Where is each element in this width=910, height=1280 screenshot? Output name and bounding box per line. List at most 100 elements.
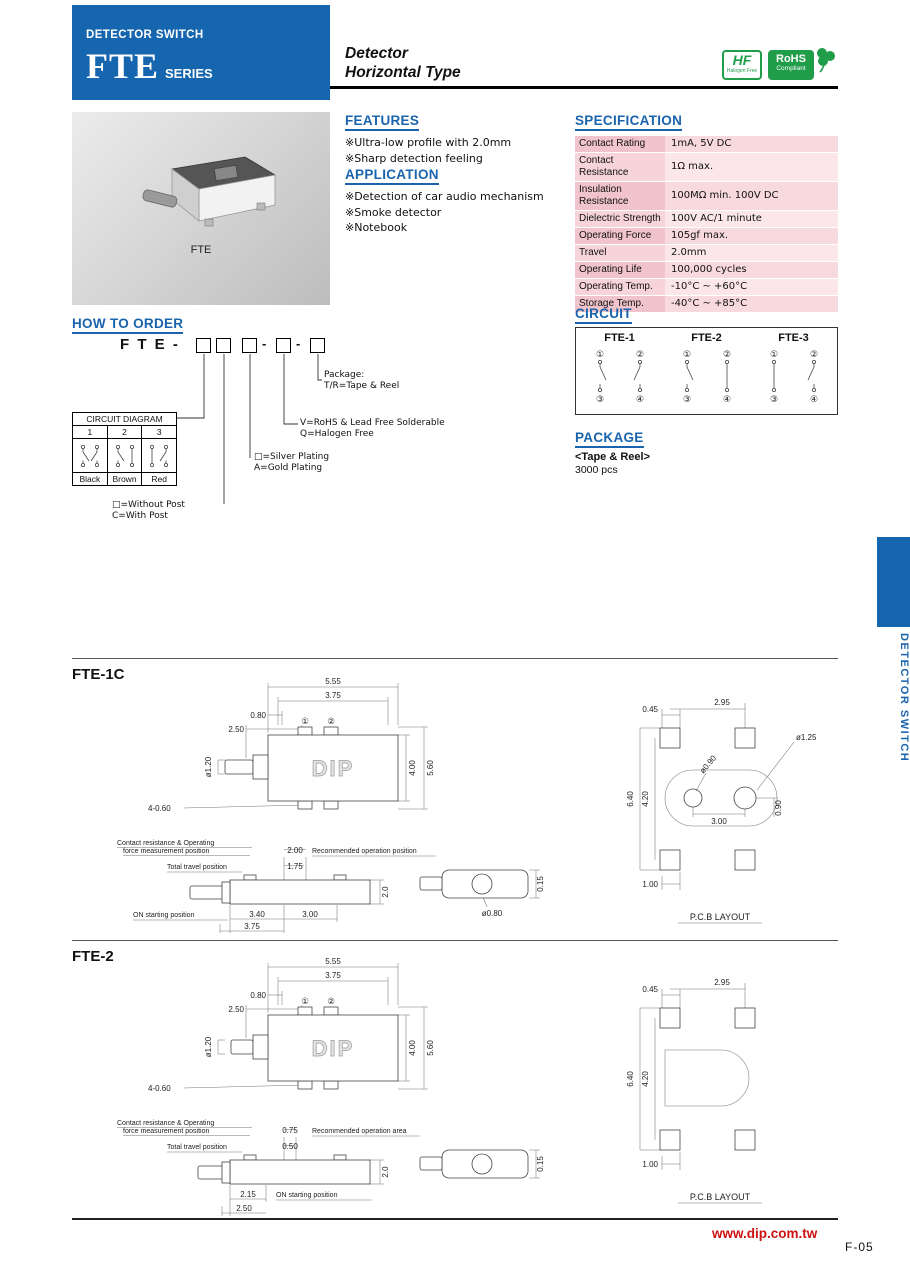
svg-text:1.75: 1.75	[287, 862, 303, 871]
svg-text:ON starting position: ON starting position	[133, 912, 195, 919]
circuit-schematic-fte2: ① ② ③ ④	[682, 350, 730, 405]
svg-text:4-0.60: 4-0.60	[148, 804, 171, 813]
specification-heading: SPECIFICATION	[575, 113, 683, 131]
svg-text:2.0: 2.0	[381, 886, 390, 898]
series-title: FTE SERIES	[86, 45, 316, 87]
fte1c-pcb-layout: 0.45 2.95 6.40 4.20 ø0.90 ø1.25 3.00 0.9…	[626, 698, 817, 924]
svg-text:0.50: 0.50	[282, 1142, 298, 1151]
svg-text:Recommended operation area: Recommended operation area	[312, 1128, 407, 1135]
circuit-variant-fte2: FTE-2 ① ② ③ ④	[675, 332, 739, 414]
feature-item: ※Sharp detection feeling	[345, 151, 483, 165]
order-code-box-solder	[276, 338, 291, 353]
order-code-box-package	[310, 338, 325, 353]
table-row: Operating Temp.-10°C ~ +60°C	[575, 279, 838, 296]
package-quantity: 3000 pcs	[575, 464, 618, 476]
fte2-pcb-layout: 0.45 2.95 6.40 4.20 1.00 P.C.B LAYOUT	[626, 978, 762, 1204]
svg-text:2.50: 2.50	[236, 1204, 252, 1213]
svg-text:5.55: 5.55	[325, 677, 341, 686]
svg-text:2.50: 2.50	[228, 1005, 244, 1014]
svg-text:0.80: 0.80	[250, 711, 266, 720]
svg-text:①: ①	[301, 997, 309, 1007]
page-number: F-05	[845, 1240, 874, 1254]
svg-text:force measurement position: force measurement position	[123, 848, 209, 855]
application-heading: APPLICATION	[345, 167, 439, 185]
svg-text:③: ③	[595, 395, 603, 404]
product-photo: FTE	[72, 112, 330, 305]
svg-text:3.75: 3.75	[325, 971, 341, 980]
svg-text:①: ①	[769, 350, 777, 360]
svg-text:Contact resistance & Operating: Contact resistance & Operating	[117, 840, 214, 847]
svg-text:③: ③	[682, 395, 690, 404]
product-type-line2: Horizontal Type	[345, 64, 461, 81]
svg-text:①: ①	[595, 350, 603, 360]
order-code-prefix: F T E -	[120, 336, 180, 353]
circuit-diagram-table: CIRCUIT DIAGRAM 1 2 3 Black Brown Red	[72, 412, 177, 486]
svg-text:4.20: 4.20	[641, 791, 650, 807]
svg-text:2.0: 2.0	[381, 1166, 390, 1178]
side-tab-label: DETECTOR SWITCH	[898, 633, 910, 763]
svg-text:ø0.90: ø0.90	[698, 753, 718, 775]
clover-icon	[817, 48, 835, 73]
product-type-title: Detector Horizontal Type	[345, 44, 461, 82]
svg-text:①: ①	[682, 350, 690, 360]
svg-text:2.00: 2.00	[287, 846, 303, 855]
header-rule	[330, 86, 838, 89]
svg-text:2.95: 2.95	[714, 698, 730, 707]
svg-text:②: ②	[809, 350, 817, 360]
svg-text:force measurement position: force measurement position	[123, 1128, 209, 1135]
order-code-box-circuit	[196, 338, 211, 353]
svg-text:3.00: 3.00	[711, 817, 727, 826]
product-caption: FTE	[190, 244, 212, 256]
product-type-line1: Detector	[345, 45, 408, 62]
fte2-side-view: Contact resistance & Operating force mea…	[117, 1120, 545, 1216]
svg-text:②: ②	[327, 717, 335, 727]
circuit-diagram-title: CIRCUIT DIAGRAM	[73, 413, 176, 426]
order-code-box-plating	[242, 338, 257, 353]
svg-text:5.55: 5.55	[325, 957, 341, 966]
circuit-diagram-colors: Black Brown Red	[73, 473, 176, 485]
svg-text:0.45: 0.45	[642, 985, 658, 994]
circuit-heading: CIRCUIT	[575, 306, 632, 324]
svg-text:3.75: 3.75	[325, 691, 341, 700]
svg-text:P.C.B LAYOUT: P.C.B LAYOUT	[690, 1192, 751, 1202]
drawing-title-fte2: FTE-2	[72, 948, 114, 965]
feature-item: ※Ultra-low profile with 2.0mm	[345, 136, 512, 149]
svg-text:0.80: 0.80	[250, 991, 266, 1000]
halogen-free-badge: HF Halogen Free	[722, 50, 762, 80]
svg-text:Total travel position: Total travel position	[167, 1144, 227, 1151]
series-name: FTE	[86, 46, 160, 86]
features-heading: FEATURES	[345, 113, 420, 131]
svg-text:5.60: 5.60	[426, 760, 435, 776]
order-connector-lines	[175, 354, 322, 504]
post-annotation: □=Without Post C=With Post	[112, 500, 185, 521]
svg-text:①: ①	[301, 717, 309, 727]
fte1c-side-view: Contact resistance & Operating force mea…	[117, 840, 545, 933]
series-word: SERIES	[165, 66, 213, 81]
application-item: ※Notebook	[345, 221, 408, 234]
circuit-schematic-fte1: ① ② ③ ④	[595, 350, 643, 405]
how-to-order-heading: HOW TO ORDER	[72, 316, 184, 334]
svg-text:②: ②	[635, 350, 643, 360]
order-code-dash: -	[262, 336, 267, 351]
svg-text:4.00: 4.00	[408, 760, 417, 776]
dip-logo-text: DIP	[312, 1036, 355, 1061]
svg-text:ø1.25: ø1.25	[796, 733, 817, 742]
drawing-title-fte1c: FTE-1C	[72, 666, 125, 683]
side-tab-marker	[877, 537, 910, 627]
fte2-top-view: DIP ① ② 5.55 3.75 0.80 2.50 4.00 5.60 ø1…	[148, 957, 435, 1093]
svg-text:0.15: 0.15	[536, 876, 545, 892]
circuit-diagram-numbers: 1 2 3	[73, 426, 176, 439]
svg-text:4.00: 4.00	[408, 1040, 417, 1056]
circuit-variant-fte3: FTE-3 ① ② ③ ④	[762, 332, 826, 414]
switch-illustration	[142, 156, 277, 227]
website-link[interactable]: www.dip.com.tw	[712, 1226, 818, 1241]
svg-text:④: ④	[809, 395, 817, 404]
svg-text:ø0.80: ø0.80	[482, 909, 503, 918]
table-row: Storage Temp.-40°C ~ +85°C	[575, 296, 838, 313]
features-section: FEATURES ※Ultra-low profile with 2.0mm ※…	[345, 112, 565, 165]
